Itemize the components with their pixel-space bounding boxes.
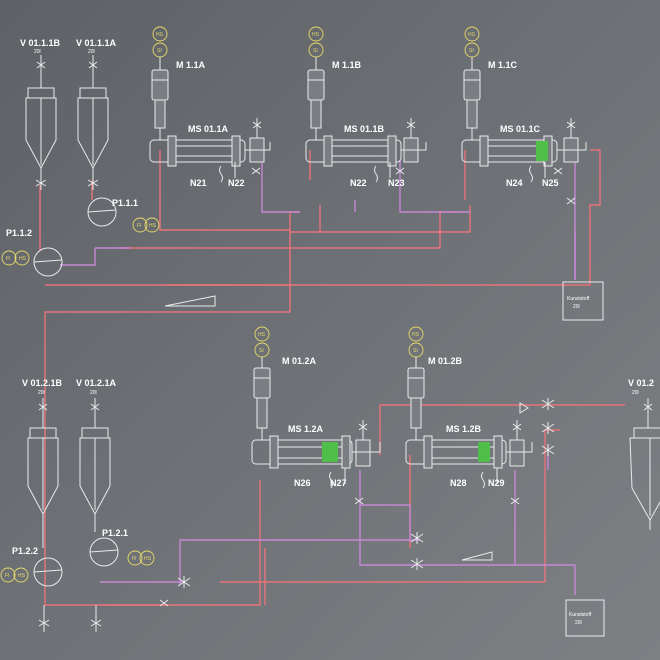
tank-v0111b-label: V 01.1.1B (20, 38, 61, 48)
container-bottom-volume: 20l (575, 620, 582, 626)
tank-v0111a-volume: 20l (88, 49, 95, 55)
m11c-si-tag: SI (469, 48, 474, 54)
tank-v0121a-label: V 01.2.1A (76, 378, 117, 388)
reactor-ms011c: HS SI (461, 26, 587, 183)
pump-p112-label: P1.1.2 (6, 228, 32, 238)
p122-fi-tag: FI (5, 573, 9, 579)
pump-p122: FI HS (0, 557, 63, 587)
ms011c-label: MS 01.1C (500, 124, 541, 134)
m12a-si-tag: SI (259, 348, 264, 354)
nozzle-n26-label: N26 (294, 478, 311, 488)
ms12b-label: MS 1.2B (446, 424, 482, 434)
p111-fi-tag: FI (137, 223, 141, 229)
tank-right-partial (629, 398, 660, 530)
bottom-valves (159, 398, 555, 607)
container-top-label: Kunststoff (567, 296, 590, 302)
container-bottom: Kunststoff 20l (565, 599, 605, 637)
container-top: Kunststoff 20l (562, 281, 604, 321)
pump-p111-label: P1.1.1 (112, 198, 138, 208)
m11a-hs-tag: HS (156, 32, 164, 38)
p121-fi-tag: FI (132, 556, 136, 562)
pump-p112: FI HS (1, 247, 63, 277)
nozzle-n22b-label: N22 (350, 178, 367, 188)
nozzle-n21-label: N21 (190, 178, 207, 188)
slope-marker-top (164, 295, 216, 307)
reactor-ms12a: HS SI (251, 326, 381, 489)
ms011a-label: MS 01.1A (188, 124, 229, 134)
tank-v0121a-volume: 20l (90, 390, 97, 396)
ms011b-label: MS 01.1B (344, 124, 385, 134)
m11a-si-tag: SI (157, 48, 162, 54)
tank-v0121a (79, 398, 111, 632)
tank-right-label: V 01.2 (628, 378, 654, 388)
nozzle-n24-label: N24 (506, 178, 523, 188)
tank-right-volume: 20l (632, 390, 639, 396)
p111-hs-tag: HS (149, 223, 157, 229)
container-bottom-label: Kunststoff (569, 612, 592, 618)
m12b-hs-tag: HS (412, 332, 420, 338)
slope-marker-bottom (461, 551, 493, 561)
reactor-ms011a: HS SI (149, 26, 271, 183)
nozzle-n27-label: N27 (330, 478, 347, 488)
tank-v0121b-label: V 01.2.1B (22, 378, 63, 388)
m11b-hs-tag: HS (312, 32, 320, 38)
pump-p122-label: P1.2.2 (12, 546, 38, 556)
m12a-hs-tag: HS (258, 332, 266, 338)
tank-v0111b (25, 55, 57, 190)
nozzle-n22a-label: N22 (228, 178, 245, 188)
ms12a-label: MS 1.2A (288, 424, 324, 434)
p122-hs-tag: HS (18, 573, 26, 579)
pump-p111: FI HS (87, 197, 160, 233)
tank-v0111a (77, 55, 109, 190)
purple-pipes (60, 160, 576, 595)
tank-v0121b-volume: 20l (38, 390, 45, 396)
top-valves (251, 167, 576, 205)
nozzle-n23-label: N23 (388, 178, 405, 188)
container-top-volume: 20l (573, 304, 580, 310)
p112-hs-tag: HS (19, 256, 27, 262)
reactor-ms011b: HS SI (305, 26, 427, 183)
tank-v0111a-label: V 01.1.1A (76, 38, 117, 48)
motor-m12b-label: M 01.2B (428, 356, 463, 366)
reactor-ms12b: HS SI (405, 326, 533, 489)
red-pipes (39, 149, 625, 606)
pump-p121-label: P1.2.1 (102, 528, 128, 538)
m11c-hs-tag: HS (468, 32, 476, 38)
motor-m11c-label: M 1.1C (488, 60, 518, 70)
tank-v0111b-volume: 20l (34, 49, 41, 55)
nozzle-n29-label: N29 (488, 478, 505, 488)
m11b-si-tag: SI (313, 48, 318, 54)
tank-v0121b (27, 398, 59, 632)
motor-m11a-label: M 1.1A (176, 60, 206, 70)
nozzle-n25-label: N25 (542, 178, 559, 188)
m12b-si-tag: SI (413, 348, 418, 354)
pump-p121: FI HS (89, 537, 155, 567)
motor-m11b-label: M 1.1B (332, 60, 362, 70)
p121-hs-tag: HS (144, 556, 152, 562)
nozzle-n28-label: N28 (450, 478, 467, 488)
p112-fi-tag: FI (6, 256, 10, 262)
motor-m12a-label: M 01.2A (282, 356, 317, 366)
